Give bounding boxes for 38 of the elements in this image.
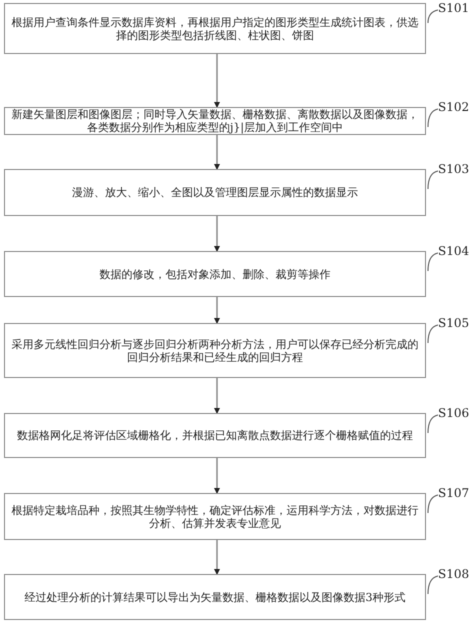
leader-line xyxy=(428,494,438,514)
arrow xyxy=(214,540,220,575)
step-text: 数据的修改，包括对象添加、删除、裁剪等操作 xyxy=(100,268,330,280)
step-text: 采用多元线性回归分析与逐步回归分析两种分析方法，用户可以保存已经分析完成的回归分析结果和已经生成的回归方程 xyxy=(11,338,419,364)
arrow xyxy=(214,297,220,324)
process-box xyxy=(4,3,426,54)
leader-line xyxy=(428,324,438,344)
step-number: S104 xyxy=(438,244,470,258)
step-number: S103 xyxy=(438,162,470,176)
step-text: 根据特定栽培品种，按照其生物学特性，确定评估标准，运用科学方法，对数据进行分析、估算并发表专业意见 xyxy=(11,504,419,530)
process-box xyxy=(4,323,426,378)
arrow xyxy=(214,54,220,108)
leader-line xyxy=(428,108,438,128)
step-number: S102 xyxy=(438,100,470,114)
step-number: S108 xyxy=(438,567,470,581)
process-box xyxy=(4,493,426,540)
step-text: 根据用户查询条件显示数据库资料，再根据用户指定的图形类型生成统计图表，供选择的图形类型包括折线图、柱状图、饼图 xyxy=(11,16,419,42)
process-box xyxy=(4,169,426,216)
arrow xyxy=(214,378,220,414)
leader-line xyxy=(428,170,438,190)
leader-line xyxy=(428,10,438,24)
step-number: S105 xyxy=(438,316,470,330)
process-box xyxy=(4,251,426,297)
step-text: 经过处理分析的计算结果可以导出为矢量数据、栅格数据以及图像数据3种形式 xyxy=(24,590,406,604)
step-text: 漫游、放大、缩小、全图以及管理图层显示属性的数据显示 xyxy=(72,186,358,199)
leader-line xyxy=(428,252,438,272)
step-number: S106 xyxy=(438,406,470,420)
arrow xyxy=(214,135,220,170)
arrow xyxy=(214,216,220,252)
process-box xyxy=(4,574,426,620)
step-text: 新建矢量图层和图像图层；同时导入矢量数据、栅格数据、离散数据以及图像数据，各类数据分别作为相应类型的j}|层加入到工作空间中 xyxy=(11,108,419,134)
step-number: S101 xyxy=(438,1,470,15)
step-number: S107 xyxy=(438,486,470,500)
process-box xyxy=(4,413,426,458)
leader-line xyxy=(428,576,438,594)
leader-line xyxy=(428,414,438,434)
arrow xyxy=(214,458,220,494)
step-text: 数据格网化足将评估区域栅格化，并根据已知离散点数据进行逐个栅格赋值的过程 xyxy=(17,429,413,442)
